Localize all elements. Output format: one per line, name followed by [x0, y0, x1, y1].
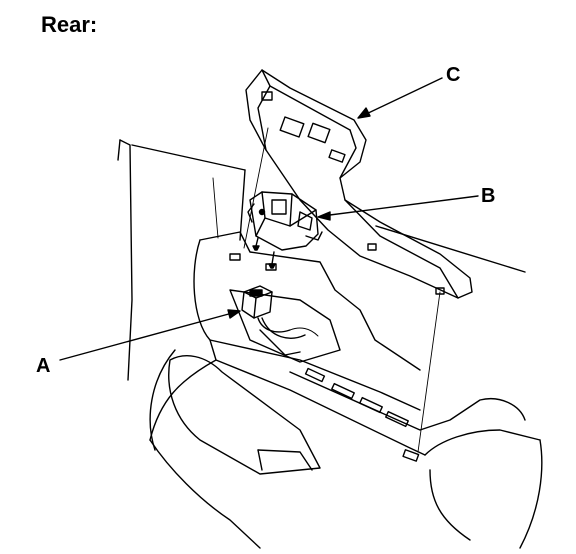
door-frame: [117, 139, 526, 381]
view-heading: Rear:: [41, 12, 98, 37]
callout-label-c: C: [446, 64, 461, 86]
callout-label-a: A: [36, 355, 51, 377]
door-trim-panel: [149, 231, 543, 549]
callout-label-b: B: [481, 185, 496, 207]
callout-leaders: [59, 77, 479, 361]
connector-a: [241, 285, 319, 339]
alignment-lines: [243, 127, 441, 453]
armrest-cover-c: [245, 69, 473, 299]
